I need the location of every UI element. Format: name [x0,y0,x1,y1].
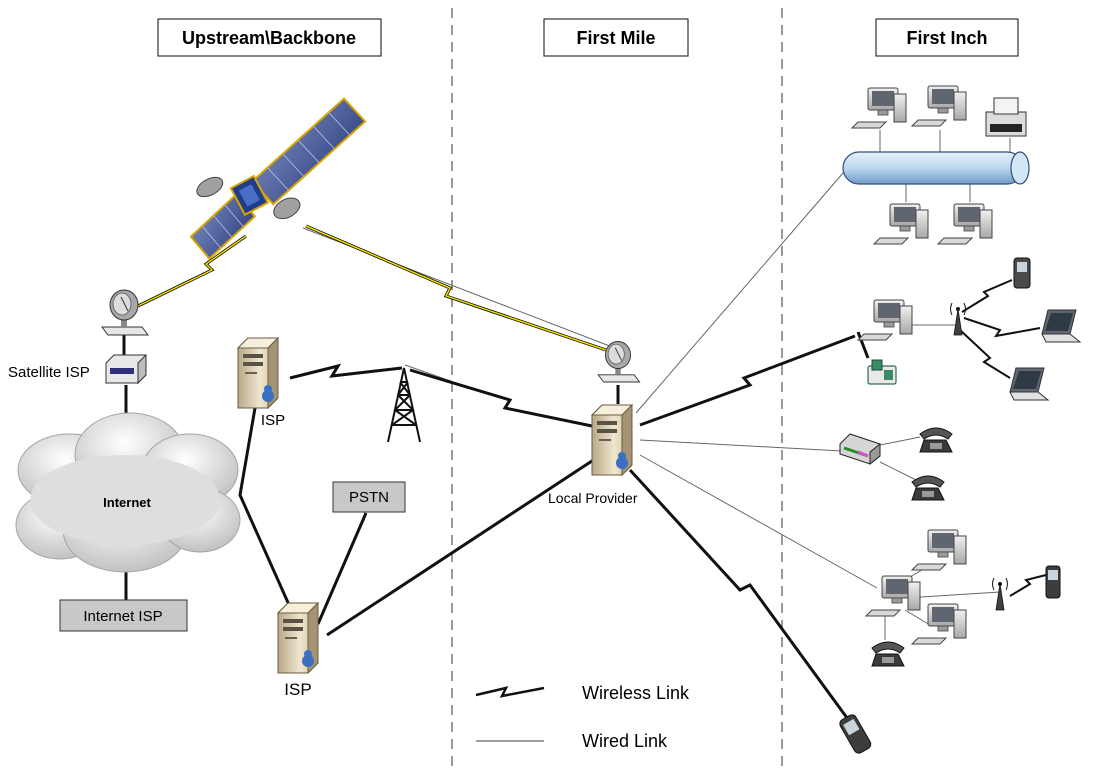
office-pc-top-icon [911,529,967,571]
printer-icon [985,97,1027,137]
legend-wireless-symbol [475,686,545,698]
isp-top-server-icon [237,337,279,409]
satellite-dish-icon [101,289,149,336]
label-internet-isp: Internet ISP [83,608,162,625]
isp-bottom-server-icon [277,602,319,674]
section-header-first-mile: First Mile [543,18,689,57]
legend-wired-label: Wired Link [582,731,668,751]
phone-modem-icon [839,433,881,466]
radio-tower-icon [387,367,421,443]
section-title-first-mile: First Mile [576,28,655,48]
wireless-links [137,224,1047,723]
section-title-first-inch: First Inch [906,28,987,48]
section-header-upstream: Upstream\Backbone [157,18,382,57]
mobile-phone-top-icon [1013,257,1031,289]
local-provider-server-icon [591,404,633,476]
office-antenna-icon [992,577,1008,611]
laptop-top-icon [1041,309,1081,343]
satellite-modem-icon [105,353,147,385]
desk-phone-icon [867,359,897,385]
label-satellite-isp: Satellite ISP [8,364,90,381]
label-local-provider: Local Provider [548,490,638,506]
telephone-1-icon [919,427,953,453]
pstn-box: PSTN [332,481,406,513]
legend-wireless-label: Wireless Link [582,683,690,703]
telephone-2-icon [911,475,945,501]
lan-bus-icon [842,151,1030,185]
label-internet: Internet [103,495,151,510]
lan-pc-3-icon [873,203,929,245]
satellite-icon [189,97,367,261]
label-pstn: PSTN [349,489,389,506]
laptop-bottom-icon [1009,367,1049,401]
office-telephone-icon [871,641,905,667]
section-title-upstream: Upstream\Backbone [182,28,356,48]
internet-isp-box: Internet ISP [59,599,188,632]
internet-cloud-icon [15,412,241,573]
office-pc-main-icon [865,575,921,617]
local-provider-dish-icon [597,341,641,383]
label-isp-top: ISP [261,412,285,429]
section-header-first-inch: First Inch [875,18,1019,57]
lan-pc-2-icon [911,85,967,127]
lan-pc-4-icon [937,203,993,245]
lan-pc-1-icon [851,87,907,129]
handheld-mobile-phone-icon [839,714,872,754]
wireless-antenna-icon [950,302,966,336]
label-isp-bottom: ISP [284,680,311,699]
office-mobile-phone-icon [1045,565,1061,599]
home-pc-icon [857,299,913,341]
wired-links-thick [122,331,870,637]
legend: Wireless Link Wired Link [475,683,690,751]
